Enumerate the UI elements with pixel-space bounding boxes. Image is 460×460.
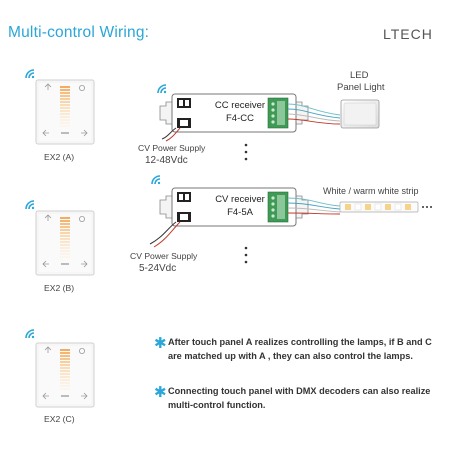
led-strip xyxy=(339,201,432,213)
panel-a-label: EX2 (A) xyxy=(44,152,75,162)
brand-logo: LTECH xyxy=(383,26,433,42)
wifi-icon xyxy=(151,175,161,185)
load-2-label: White / warm white strip xyxy=(323,186,419,196)
receiver-2-name: CV receiver xyxy=(215,194,265,205)
asterisk-icon: ✱ xyxy=(154,335,167,352)
supply-2-label: CV Power Supply xyxy=(130,251,198,261)
supply-1-label: CV Power Supply xyxy=(138,143,206,153)
wifi-icon xyxy=(25,200,36,210)
panel-c-label: EX2 (C) xyxy=(44,414,75,424)
more-dots xyxy=(244,143,248,161)
note-2-line2: multi-control function. xyxy=(168,400,266,410)
note-2-line1: Connecting touch panel with DMX decoders… xyxy=(168,386,431,396)
load-1-label-line2: Panel Light xyxy=(337,82,385,93)
asterisk-icon: ✱ xyxy=(154,384,167,401)
load-1-label-line1: LED xyxy=(350,70,369,81)
panel-a xyxy=(25,69,95,145)
page-title: Multi-control Wiring: xyxy=(8,24,150,41)
note-1-line2: are matched up with A , they can also co… xyxy=(168,351,413,361)
panel-b xyxy=(25,200,95,276)
led-panel-light xyxy=(340,99,380,129)
note-1-line1: After touch panel A realizes controlling… xyxy=(168,337,432,347)
wifi-icon xyxy=(157,84,167,94)
wifi-icon xyxy=(25,329,36,340)
receiver-1-name: CC receiver xyxy=(215,100,265,111)
more-dots xyxy=(244,246,248,264)
receiver-1-model: F4-CC xyxy=(226,113,254,124)
supply-2-voltage: 5-24Vdc xyxy=(139,263,177,274)
supply-1-voltage: 12-48Vdc xyxy=(145,155,188,166)
receiver-2-model: F4-5A xyxy=(227,207,254,218)
panel-c xyxy=(25,329,95,408)
wifi-icon xyxy=(25,69,36,79)
panel-b-label: EX2 (B) xyxy=(44,283,75,293)
